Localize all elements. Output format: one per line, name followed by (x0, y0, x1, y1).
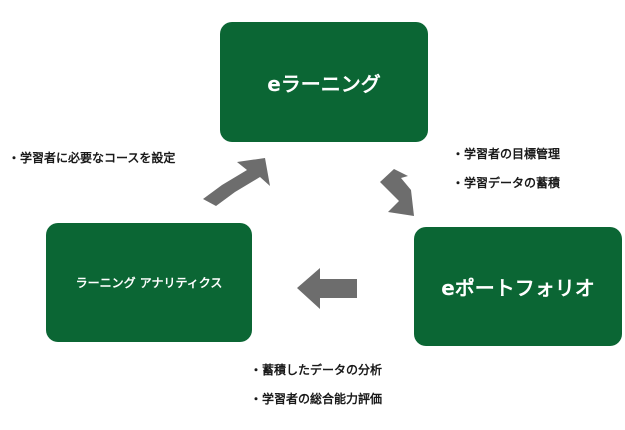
note-right: ・学習者の目標管理 ・学習データの蓄積 (452, 146, 560, 204)
note-bottom: ・蓄積したデータの分析 ・学習者の総合能力評価 (250, 362, 382, 420)
note-left-item: ・学習者に必要なコースを設定 (8, 151, 176, 165)
node-e-learning: eラーニング (220, 22, 428, 142)
node-e-portfolio: eポートフォリオ (414, 227, 622, 346)
node-learning-analytics-label: ラーニング アナリティクス (75, 276, 223, 290)
note-right-item: ・学習データの蓄積 (452, 176, 561, 190)
note-bottom-item: ・学習者の総合能力評価 (250, 392, 383, 406)
note-left: ・学習者に必要なコースを設定 (8, 150, 175, 166)
node-learning-analytics: ラーニング アナリティクス (46, 223, 252, 342)
note-right-item: ・学習者の目標管理 (452, 147, 561, 161)
node-e-portfolio-label: eポートフォリオ (441, 276, 595, 300)
arrow-elearning-to-portfolio (380, 169, 414, 216)
note-bottom-item: ・蓄積したデータの分析 (250, 363, 383, 377)
arrow-analytics-to-elearning (203, 158, 270, 206)
node-e-learning-label: eラーニング (267, 71, 381, 96)
arrow-portfolio-to-analytics (297, 268, 357, 309)
